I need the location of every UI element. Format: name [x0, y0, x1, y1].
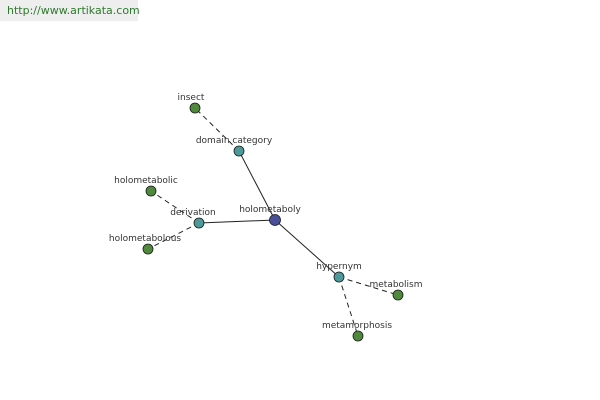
node-holometabolic[interactable]: [145, 185, 157, 197]
edge-holometaboly-domain_category: [238, 150, 276, 221]
edge-holometaboly-hypernym: [274, 219, 340, 278]
node-domain_category[interactable]: [233, 145, 245, 157]
node-label-insect[interactable]: insect: [178, 93, 205, 103]
node-label-hypernym[interactable]: hypernym: [316, 262, 362, 272]
node-holometabolous[interactable]: [142, 243, 154, 255]
node-label-domain_category[interactable]: domain category: [196, 136, 273, 146]
site-url-link[interactable]: http://www.artikata.com: [7, 4, 140, 17]
node-label-derivation[interactable]: derivation: [170, 208, 216, 218]
node-holometaboly[interactable]: [269, 214, 281, 226]
node-metabolism[interactable]: [392, 289, 404, 301]
node-hypernym[interactable]: [333, 271, 345, 283]
edge-holometaboly-derivation: [198, 219, 276, 224]
url-banner: http://www.artikata.com: [0, 0, 140, 21]
labels-layer: holometaboly domain category derivation hyp…: [109, 93, 423, 331]
node-label-holometabolic[interactable]: holometabolic: [114, 176, 178, 186]
node-label-holometaboly[interactable]: holometaboly: [239, 205, 301, 215]
node-insect[interactable]: [189, 102, 201, 114]
edge-derivation-holometabolous: [147, 222, 200, 250]
nodes-layer: [142, 102, 404, 342]
edge-derivation-holometabolic: [150, 190, 200, 224]
edge-hypernym-metamorphosis: [338, 276, 359, 337]
node-derivation[interactable]: [193, 217, 205, 229]
edge-domain_category-insect: [194, 107, 240, 152]
node-metamorphosis[interactable]: [352, 330, 364, 342]
edge-hypernym-metabolism: [338, 276, 399, 296]
node-label-holometabolous[interactable]: holometabolous: [109, 234, 181, 244]
node-label-metabolism[interactable]: metabolism: [369, 280, 422, 290]
edges-layer: [147, 107, 399, 337]
node-label-metamorphosis[interactable]: metamorphosis: [322, 321, 392, 331]
